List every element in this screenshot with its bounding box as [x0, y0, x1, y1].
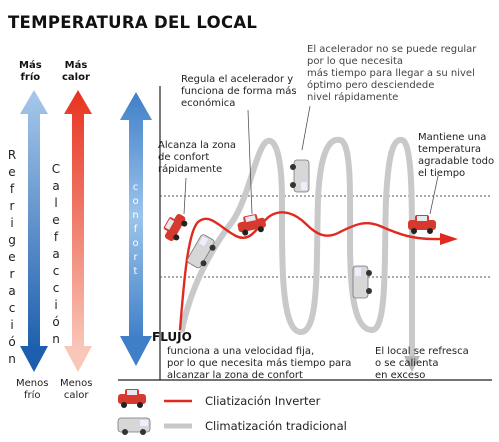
traditional-van-1	[186, 234, 216, 269]
more-cold-label: Más frío	[19, 60, 42, 83]
heat-arrow	[64, 90, 92, 372]
legend-traditional-label: Climatización tradicional	[205, 419, 347, 433]
confort-label: confort	[130, 182, 141, 280]
refrigeracion-label: Refrigeración	[5, 148, 19, 369]
comfort-band-lines	[160, 195, 490, 278]
legend-inverter-car	[118, 389, 146, 408]
less-cold-label: Menos frío	[16, 378, 49, 401]
inverter-car-1	[163, 213, 188, 242]
annotation-fixed-speed: funciona a una velocidad fija, por lo qu…	[167, 346, 352, 381]
calefaccion-label: Calefacción	[49, 162, 63, 349]
inverter-car-3	[408, 215, 436, 234]
flujo-label: FLUJO	[152, 330, 192, 344]
traditional-curve-arrowhead	[404, 356, 420, 372]
inverter-curve	[178, 211, 441, 331]
traditional-van-2	[290, 159, 310, 193]
inverter-car-2	[237, 214, 266, 236]
traditional-curve	[179, 136, 415, 363]
inverter-curve-arrowhead	[440, 233, 458, 245]
annotation-regulates: Regula el acelerador y funciona de forma…	[181, 74, 297, 109]
annotation-accelerator: El acelerador no se puede regular por lo…	[307, 44, 477, 103]
annotation-reaches-zone: Alcanza la zona de confort rápidamente	[158, 140, 237, 175]
legend-traditional-van	[117, 417, 151, 435]
legend-inverter-label: Cliatización Inverter	[205, 394, 321, 408]
page-title: TEMPERATURA DEL LOCAL	[8, 13, 258, 32]
cold-arrow	[20, 90, 48, 372]
traditional-van-3	[352, 265, 372, 299]
less-heat-label: Menos calor	[60, 378, 93, 401]
annotation-maintains: Mantiene una temperatura agradable todo …	[418, 132, 495, 179]
more-heat-label: Más calor	[62, 60, 90, 83]
confort-arrow	[120, 92, 152, 366]
leader-lines	[183, 105, 439, 215]
axes	[118, 86, 492, 381]
annotation-cools: El local se refresca o se calienta en ex…	[375, 346, 469, 381]
